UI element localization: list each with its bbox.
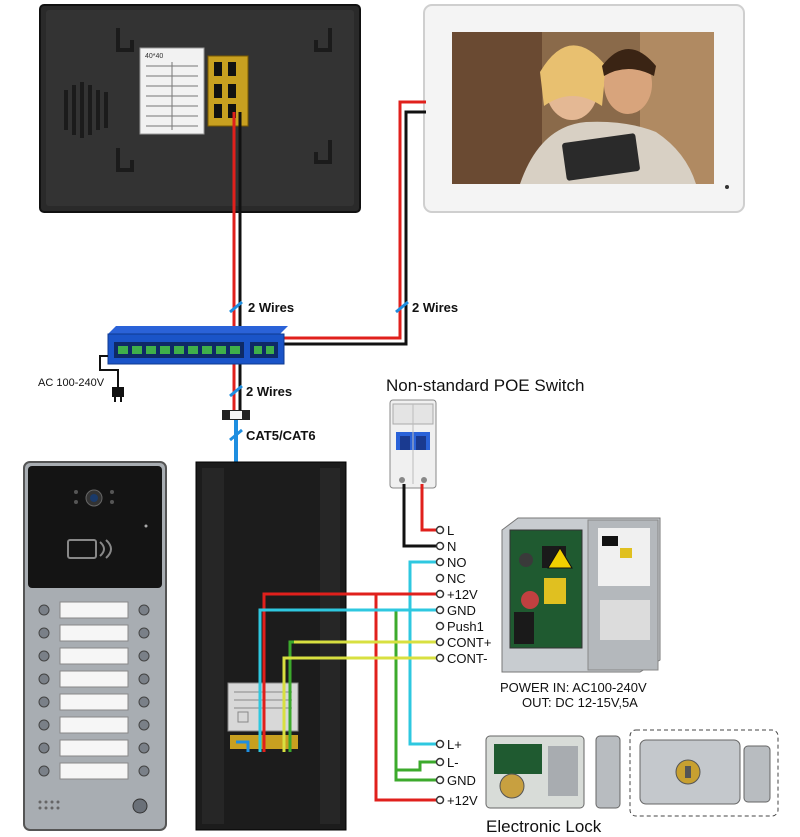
power-supply [501,517,661,673]
wires-label-right: 2 Wires [412,300,458,315]
monitor-back: 40*40 [39,4,361,213]
lock-terminal-list: L+ L- GND +12V [435,737,478,808]
door-station [23,461,167,831]
lock-terminal-gnd: GND [447,773,476,788]
wire-tick-marks [229,300,409,442]
terminal-wiring [236,484,440,802]
power-in-label: POWER IN: AC100-240V [500,680,647,695]
monitor-front [423,4,745,213]
ac-power-cord [99,355,124,402]
power-out-label: OUT: DC 12-15V,5A [522,695,638,710]
electronic-lock-internal [485,735,621,809]
cable-label: CAT5/CAT6 [246,428,316,443]
terminal-gnd: GND [447,603,476,618]
terminal-nc: NC [447,571,466,586]
wires-label-middle: 2 Wires [246,384,292,399]
wires-label-left: 2 Wires [248,300,294,315]
terminal-push1: Push1 [447,619,484,634]
terminal-list: L N NO NC +12V GND Push1 CONT+ CONT- [435,523,491,666]
door-station-back [195,461,347,831]
circuit-breaker [389,399,437,489]
lock-terminal-l-plus: L+ [447,737,462,752]
lock-terminal-l-minus: L- [447,755,459,770]
lock-caption: Electronic Lock [486,817,602,836]
terminal-cont-minus: CONT- [447,651,487,666]
terminal-n: N [447,539,456,554]
name-slots [59,601,129,780]
terminal-12v: +12V [447,587,478,602]
terminal-no: NO [447,555,467,570]
network-switch [107,326,288,365]
terminal-l: L [447,523,454,538]
ac-input-label: AC 100-240V [38,377,105,389]
poe-switch-label: Non-standard POE Switch [386,376,584,395]
spec-sheet-size: 40*40 [145,53,163,60]
rj45-connector [222,410,250,420]
call-buttons [38,604,150,777]
terminal-cont-plus: CONT+ [447,635,491,650]
electronic-lock-exterior [629,729,779,817]
lock-terminal-12v: +12V [447,793,478,808]
